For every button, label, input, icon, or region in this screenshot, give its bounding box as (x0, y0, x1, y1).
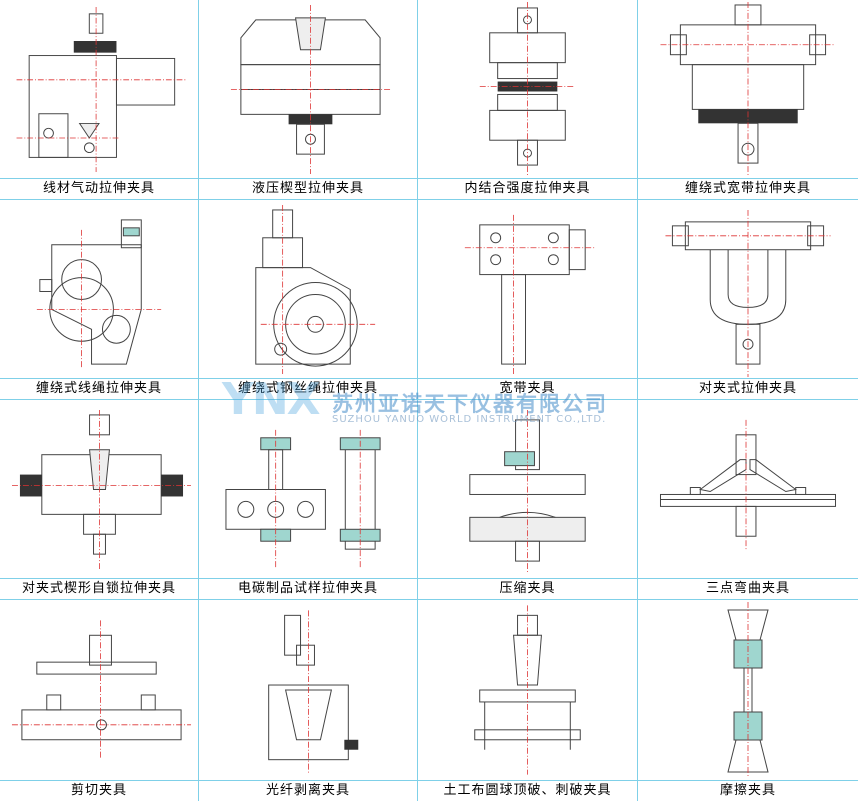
fixture-caption: 剪切夹具 (0, 780, 198, 801)
fixture-caption: 对夹式拉伸夹具 (638, 378, 858, 399)
fixture-caption: 线材气动拉伸夹具 (0, 178, 198, 199)
fixture-drawing (420, 0, 635, 179)
fixture-drawing (201, 200, 415, 379)
fixture-caption: 压缩夹具 (418, 578, 637, 599)
fixture-drawing (2, 600, 196, 781)
fixture-drawing (640, 0, 856, 179)
fixture-drawing (201, 600, 415, 781)
fixture-cell-three-point-bend[interactable]: 三点弯曲夹具 (638, 400, 858, 600)
fixture-drawing (420, 600, 635, 781)
fixture-cell-carbon-product[interactable]: 电碳制品试样拉伸夹具 (199, 400, 418, 600)
fixture-caption: 光纤剥离夹具 (199, 780, 417, 801)
fixture-cell-wide-band[interactable]: 宽带夹具 (418, 200, 638, 400)
fixture-drawing (2, 0, 196, 179)
fixture-cell-compression[interactable]: 压缩夹具 (418, 400, 638, 600)
fixture-drawing (420, 200, 635, 379)
fixture-drawing (640, 600, 856, 781)
fixture-drawing (201, 400, 415, 579)
fixture-caption: 电碳制品试样拉伸夹具 (199, 578, 417, 599)
fixture-caption: 对夹式楔形自锁拉伸夹具 (0, 578, 198, 599)
fixture-caption: 内结合强度拉伸夹具 (418, 178, 637, 199)
fixture-caption: 缠绕式钢丝绳拉伸夹具 (199, 378, 417, 399)
fixture-cell-friction[interactable]: 摩擦夹具 (638, 600, 858, 801)
fixture-cell-wire-pneumatic[interactable]: 线材气动拉伸夹具 (0, 0, 199, 200)
fixture-cell-internal-bond[interactable]: 内结合强度拉伸夹具 (418, 0, 638, 200)
fixture-cell-wrap-cord[interactable]: 缠绕式线绳拉伸夹具 (0, 200, 199, 400)
fixture-drawing (640, 400, 856, 579)
fixture-cell-wedge-self-lock[interactable]: 对夹式楔形自锁拉伸夹具 (0, 400, 199, 600)
fixture-caption: 缠绕式宽带拉伸夹具 (638, 178, 858, 199)
fixture-caption: 液压楔型拉伸夹具 (199, 178, 417, 199)
fixture-drawing (2, 200, 196, 379)
fixture-drawing (2, 400, 196, 579)
fixture-cell-wrap-wire-rope[interactable]: 缠绕式钢丝绳拉伸夹具 (199, 200, 418, 400)
fixture-cell-hydraulic-wedge[interactable]: 液压楔型拉伸夹具 (199, 0, 418, 200)
fixture-caption: 三点弯曲夹具 (638, 578, 858, 599)
fixture-drawing (640, 200, 856, 379)
fixture-caption: 土工布圆球顶破、刺破夹具 (418, 780, 637, 801)
fixture-cell-wrap-wide-band[interactable]: 缠绕式宽带拉伸夹具 (638, 0, 858, 200)
fixture-cell-geotextile-burst[interactable]: 土工布圆球顶破、刺破夹具 (418, 600, 638, 801)
fixture-cell-fiber-peel[interactable]: 光纤剥离夹具 (199, 600, 418, 801)
fixture-caption: 摩擦夹具 (638, 780, 858, 801)
fixture-drawing (201, 0, 415, 179)
fixture-caption: 宽带夹具 (418, 378, 637, 399)
fixture-cell-clamp-tensile[interactable]: 对夹式拉伸夹具 (638, 200, 858, 400)
fixture-drawing (420, 400, 635, 579)
fixture-cell-shear[interactable]: 剪切夹具 (0, 600, 199, 801)
fixture-caption: 缠绕式线绳拉伸夹具 (0, 378, 198, 399)
